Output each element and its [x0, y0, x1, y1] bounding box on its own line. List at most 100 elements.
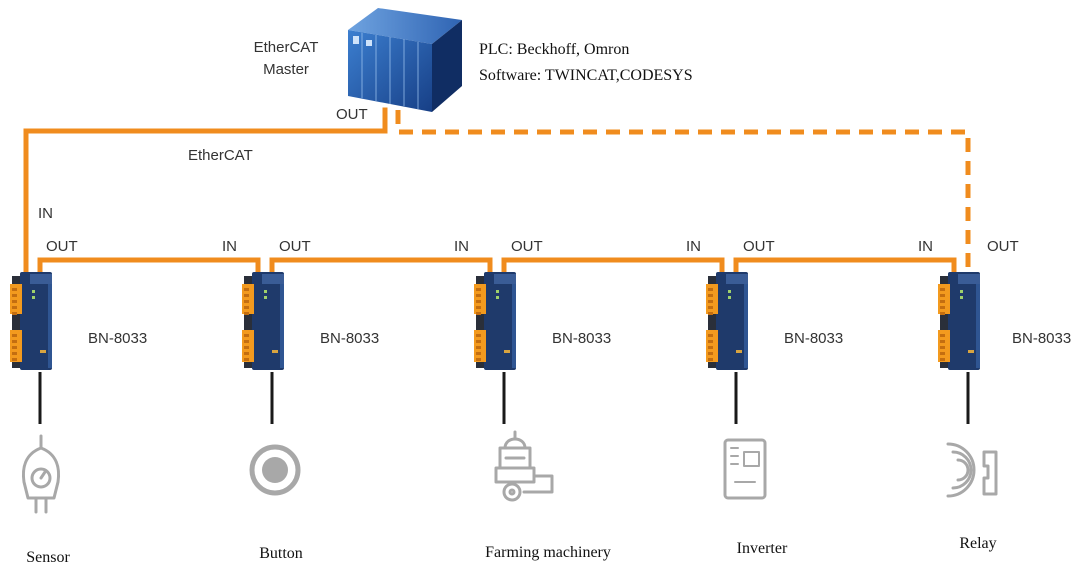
inverter-icon: [723, 438, 767, 500]
module-terminal-screw: [12, 358, 17, 361]
module-terminal-screw: [940, 340, 945, 343]
io-module-4: BN-8033: [706, 272, 843, 424]
master-out-label: OUT: [336, 106, 368, 123]
module-terminal-screw: [476, 334, 481, 337]
module-terminal-screw: [476, 306, 481, 309]
module-terminal-screw: [708, 358, 713, 361]
module-terminal-screw: [476, 294, 481, 297]
module-terminal-screw: [12, 334, 17, 337]
return-dashed-wire: [395, 110, 971, 272]
module-terminal-screw: [476, 312, 481, 315]
node3-in-label: IN: [454, 238, 469, 255]
module-terminal-screw: [708, 352, 713, 355]
module-terminal-screw: [244, 352, 249, 355]
module-model-label: BN-8033: [1012, 330, 1071, 347]
module-terminal-screw: [12, 340, 17, 343]
ethercat-bus-label: EtherCAT: [188, 147, 253, 164]
module-led-icon: [960, 296, 963, 299]
module-led-icon: [496, 296, 499, 299]
module-model-label: BN-8033: [784, 330, 843, 347]
node3-out-label: OUT: [511, 238, 543, 255]
module-side-panel: [708, 276, 718, 368]
first-node-in-label: IN: [38, 205, 53, 222]
module-rj45-port: [262, 274, 284, 284]
plc-top-face: [348, 8, 462, 44]
module-front-edge: [744, 284, 748, 368]
module-terminal-screw: [708, 288, 713, 291]
module-side-panel: [476, 276, 486, 368]
module-terminal-screw: [708, 334, 713, 337]
module-terminal-screw: [476, 358, 481, 361]
module-tag: [736, 350, 742, 353]
node1-out-label: OUT: [46, 238, 78, 255]
module-terminal-screw: [940, 334, 945, 337]
module-model-label: BN-8033: [320, 330, 379, 347]
module-terminal-screw: [244, 288, 249, 291]
module-terminal-screw: [244, 358, 249, 361]
node5-out-label: OUT: [987, 238, 1019, 255]
module-terminal-screw: [940, 312, 945, 315]
module-terminal-screw: [12, 352, 17, 355]
button-icon: [249, 444, 301, 496]
module-tag: [272, 350, 278, 353]
module-rj45-port: [30, 274, 52, 284]
module-terminal-screw: [12, 312, 17, 315]
plc-brands-text: PLC: Beckhoff, Omron: [479, 41, 629, 58]
node4-out-label: OUT: [743, 238, 775, 255]
plc-led-icon: [353, 36, 359, 44]
device-label-farming-machinery: Farming machinery: [485, 544, 611, 561]
module-front-edge: [48, 284, 52, 368]
module-terminal-screw: [940, 294, 945, 297]
module-terminal-screw: [244, 312, 249, 315]
farming-machinery-icon: [494, 430, 554, 502]
module-rj45-port: [726, 274, 748, 284]
module-side-panel: [244, 276, 254, 368]
relay-icon: [946, 442, 998, 498]
module-front-edge: [512, 284, 516, 368]
sensor-icon: [22, 434, 60, 514]
module-terminal-screw: [940, 346, 945, 349]
module-side-panel: [940, 276, 950, 368]
module-terminal-screw: [708, 340, 713, 343]
module-led-icon: [728, 296, 731, 299]
module-led-icon: [32, 290, 35, 293]
link-node3-node4: [501, 257, 725, 276]
module-terminal-screw: [12, 294, 17, 297]
module-side-panel: [12, 276, 22, 368]
module-body: [716, 272, 748, 370]
module-terminal-screw: [476, 346, 481, 349]
module-terminal-screw: [244, 294, 249, 297]
plc-side-face: [432, 20, 462, 112]
module-rj45-port: [494, 274, 516, 284]
link-node2-node3: [269, 257, 493, 276]
ethercat-wiring: [23, 107, 971, 276]
device-label-button: Button: [259, 545, 303, 562]
module-terminal-screw: [940, 358, 945, 361]
device-label-relay: Relay: [959, 535, 996, 552]
plc-software-text: Software: TWINCAT,CODESYS: [479, 67, 693, 84]
module-led-icon: [32, 296, 35, 299]
module-terminal-screw: [940, 300, 945, 303]
module-terminal-screw: [940, 352, 945, 355]
module-terminal-screw: [244, 300, 249, 303]
module-tag: [968, 350, 974, 353]
module-terminal-screw: [708, 346, 713, 349]
module-terminal-screw: [940, 288, 945, 291]
module-terminal-screw: [12, 306, 17, 309]
module-led-icon: [264, 290, 267, 293]
node2-in-label: IN: [222, 238, 237, 255]
module-terminal-screw: [244, 340, 249, 343]
module-terminal-screw: [708, 294, 713, 297]
module-rj45-port: [958, 274, 980, 284]
module-led-icon: [728, 290, 731, 293]
module-led-icon: [960, 290, 963, 293]
module-terminal-screw: [12, 346, 17, 349]
module-terminal-screw: [708, 306, 713, 309]
device-label-sensor: Sensor: [26, 549, 70, 566]
node5-in-label: IN: [918, 238, 933, 255]
io-module-3: BN-8033: [474, 272, 611, 424]
link-node4-node5: [733, 257, 957, 276]
module-terminal-screw: [244, 306, 249, 309]
node4-in-label: IN: [686, 238, 701, 255]
